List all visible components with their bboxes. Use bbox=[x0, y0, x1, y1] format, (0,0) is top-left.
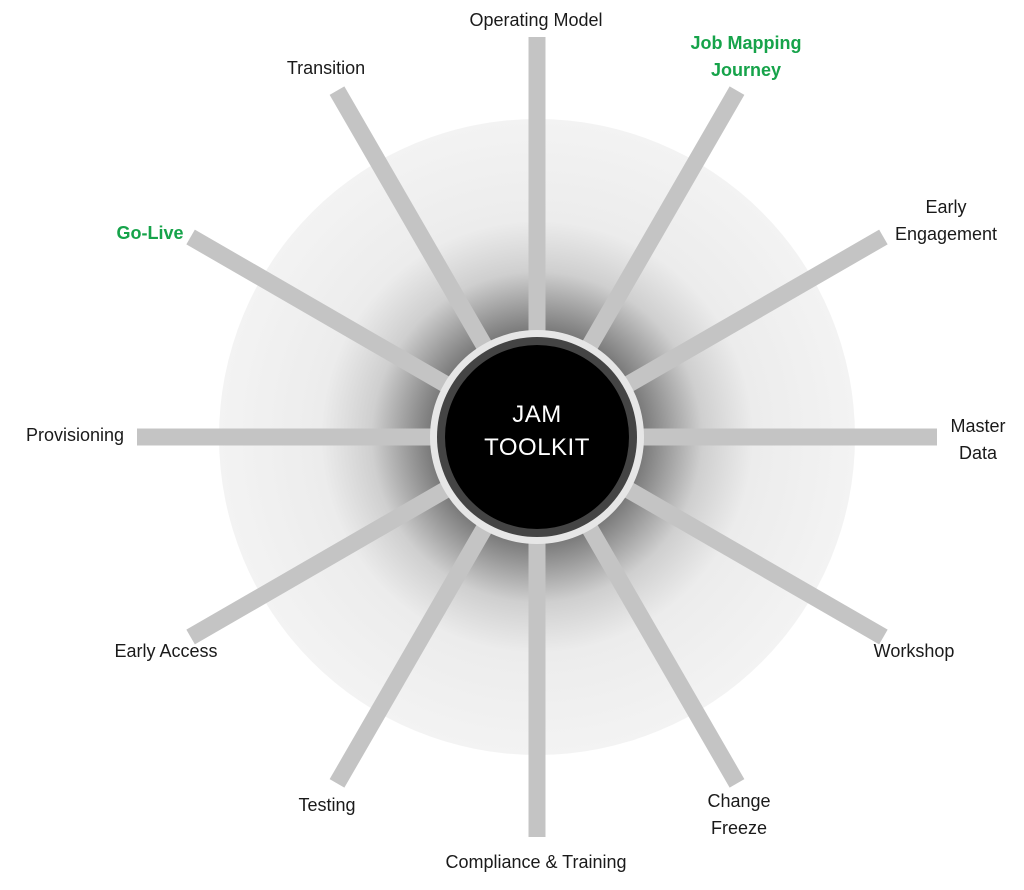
spoke-go-live bbox=[186, 229, 490, 415]
label-go-live-line-1: Go-Live bbox=[116, 223, 184, 243]
label-job-mapping-journey: Job Mapping Journey bbox=[691, 30, 802, 84]
label-workshop-line-1: Workshop bbox=[873, 641, 955, 661]
label-early-access: Early Access bbox=[114, 638, 217, 665]
spoke-transition bbox=[329, 86, 515, 390]
label-go-live: Go-Live bbox=[116, 220, 183, 247]
label-testing: Testing bbox=[298, 792, 355, 819]
label-master-data-line-2: Data bbox=[958, 443, 998, 463]
label-early-engagement: Early Engagement bbox=[895, 194, 997, 248]
label-testing-line-1: Testing bbox=[298, 795, 356, 815]
spokes-group bbox=[137, 37, 937, 837]
hub-core bbox=[445, 345, 629, 529]
label-early-engagement-line-1: Early bbox=[925, 197, 967, 217]
hub-label: JAM TOOLKIT bbox=[437, 398, 637, 464]
label-master-data-line-1: Master bbox=[950, 416, 1006, 436]
label-transition: Transition bbox=[287, 55, 365, 82]
spoke-early-access bbox=[186, 459, 490, 645]
label-job-mapping-journey-line-2: Journey bbox=[710, 60, 782, 80]
label-transition-line-1: Transition bbox=[286, 58, 366, 78]
label-change-freeze-line-1: Change bbox=[707, 791, 771, 811]
label-job-mapping-journey-line-1: Job Mapping bbox=[690, 33, 802, 53]
label-master-data: Master Data bbox=[950, 413, 1005, 467]
label-early-access-line-1: Early Access bbox=[114, 641, 218, 661]
label-provisioning-line-1: Provisioning bbox=[25, 425, 124, 445]
label-change-freeze: Change Freeze bbox=[707, 788, 770, 842]
label-operating-model-line-1: Operating Model bbox=[469, 10, 603, 30]
label-early-engagement-line-2: Engagement bbox=[894, 224, 998, 244]
label-change-freeze-line-2: Freeze bbox=[710, 818, 768, 838]
spoke-workshop bbox=[584, 459, 888, 645]
label-compliance-training-line-1: Compliance & Training bbox=[445, 852, 627, 872]
label-provisioning: Provisioning bbox=[26, 422, 124, 449]
label-workshop: Workshop bbox=[874, 638, 955, 665]
label-compliance-training: Compliance & Training bbox=[445, 849, 626, 876]
hub-label-line-2: TOOLKIT bbox=[484, 434, 590, 461]
hub-label-line-1: JAM bbox=[512, 401, 562, 428]
spoke-early-engagement bbox=[584, 229, 888, 415]
label-operating-model: Operating Model bbox=[469, 7, 602, 34]
spoke-change-freeze bbox=[559, 484, 745, 788]
spoke-testing bbox=[329, 484, 515, 788]
spoke-job-mapping-journey bbox=[559, 86, 745, 390]
